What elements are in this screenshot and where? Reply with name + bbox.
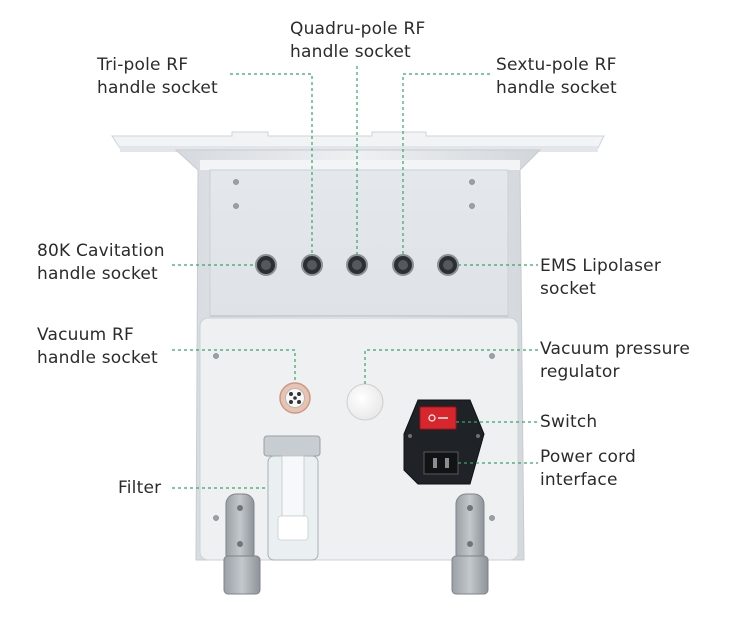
ems-lipolaser-socket-icon bbox=[437, 254, 459, 276]
right-leg bbox=[451, 493, 489, 595]
label-tri-pole: Tri-pole RF handle socket bbox=[97, 55, 218, 98]
sextu-pole-socket-icon bbox=[392, 254, 414, 276]
label-ems-lipolaser: EMS Lipolaser socket bbox=[540, 256, 662, 299]
label-filter: Filter bbox=[118, 478, 162, 498]
label-switch: Switch bbox=[540, 412, 598, 432]
leader-vacuum-rf bbox=[172, 349, 296, 383]
filter-icon bbox=[263, 435, 321, 561]
cavitation-socket-icon bbox=[255, 254, 277, 276]
top-sockets bbox=[255, 254, 459, 276]
vacuum-rf-socket-icon bbox=[279, 382, 311, 414]
quadru-pole-socket-icon bbox=[346, 254, 368, 276]
vacuum-regulator-knob-icon bbox=[346, 383, 384, 421]
power-switch-icon bbox=[419, 406, 457, 430]
top-tray bbox=[111, 131, 605, 152]
leader-lines bbox=[172, 66, 538, 489]
label-cavitation: 80K Cavitation handle socket bbox=[37, 241, 165, 284]
label-vacuum-rf: Vacuum RF handle socket bbox=[37, 325, 158, 368]
label-vacuum-pressure: Vacuum pressure regulator bbox=[540, 339, 691, 382]
label-power-cord: Power cord interface bbox=[540, 447, 637, 490]
label-sextu-pole: Sextu-pole RF handle socket bbox=[496, 55, 617, 98]
power-module bbox=[403, 399, 485, 485]
power-cord-inlet-icon bbox=[423, 451, 459, 475]
label-quadru-pole: Quadru-pole RF handle socket bbox=[290, 19, 426, 62]
leader-sextu-pole bbox=[402, 73, 490, 256]
upper-panel bbox=[209, 169, 509, 317]
tri-pole-socket-icon bbox=[301, 254, 323, 276]
panel-screws bbox=[213, 179, 495, 521]
left-leg bbox=[223, 493, 261, 595]
